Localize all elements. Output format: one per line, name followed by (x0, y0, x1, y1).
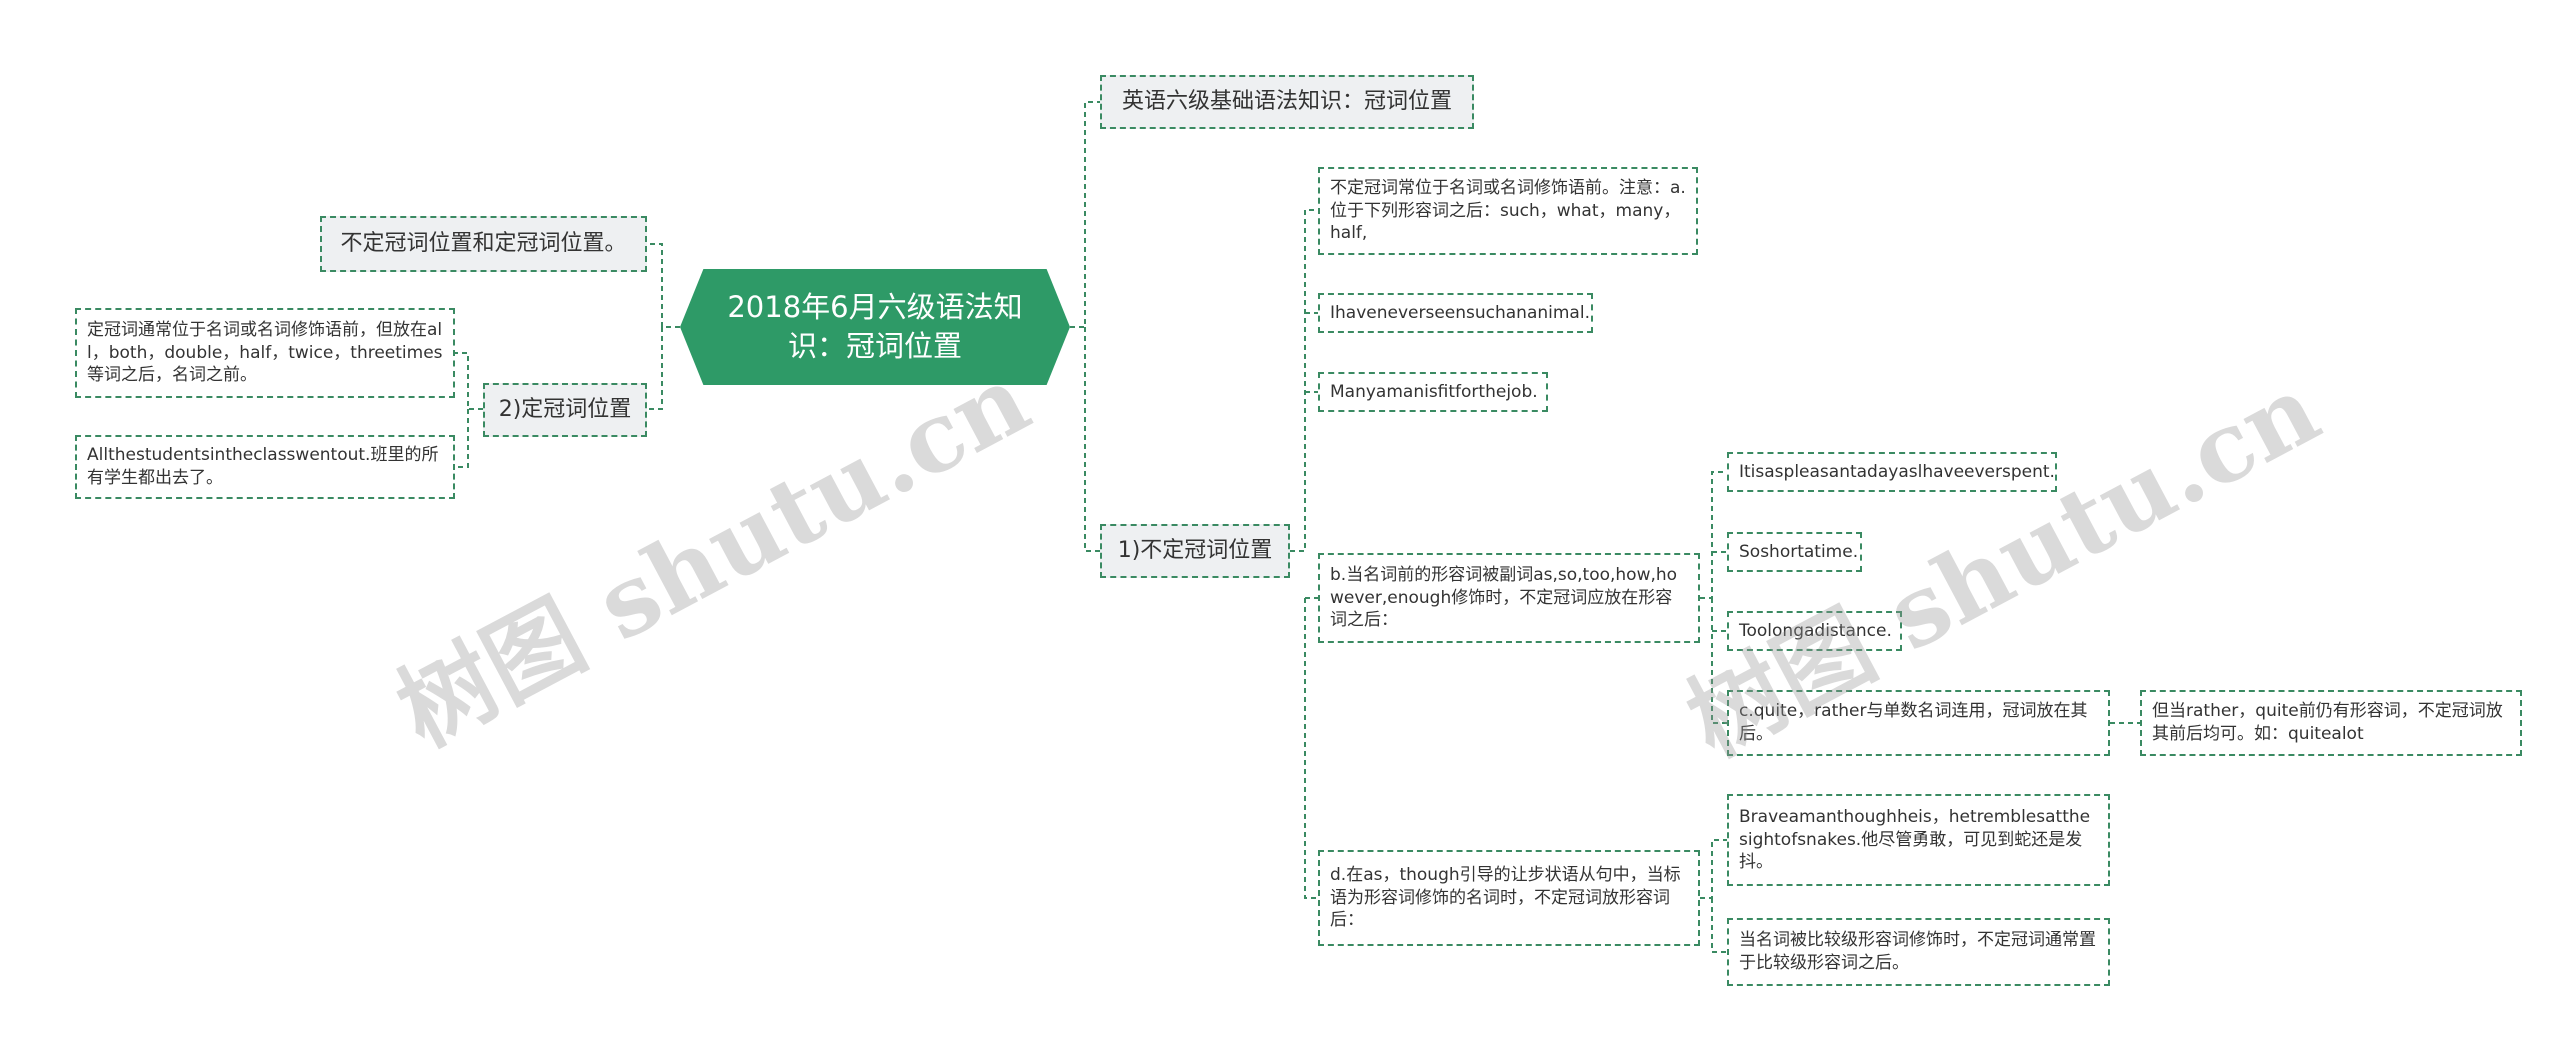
example-too-long-node[interactable]: Toolongadistance. (1727, 611, 1902, 651)
definite-rule-node[interactable]: 定冠词通常位于名词或名词修饰语前，但放在all，both，double，half… (75, 308, 455, 398)
definite-example-node[interactable]: Allthestudentsintheclasswentout.班里的所有学生都… (75, 435, 455, 499)
example-such-node[interactable]: Ihaveneverseensuchananimal. (1318, 293, 1593, 333)
topic-title-node[interactable]: 英语六级基础语法知识：冠词位置 (1100, 75, 1474, 129)
indefinite-article-position-node[interactable]: 1)不定冠词位置 (1100, 524, 1290, 578)
indefinite-rule-b-node[interactable]: b.当名词前的形容词被副词as,so,too,how,however,enoug… (1318, 553, 1700, 643)
indefinite-rule-a-node[interactable]: 不定冠词常位于名词或名词修饰语前。注意：a.位于下列形容词之后：such，wha… (1318, 167, 1698, 255)
root-topic[interactable]: 2018年6月六级语法知识：冠词位置 (680, 269, 1070, 385)
definite-article-position-node[interactable]: 2)定冠词位置 (483, 383, 647, 437)
both-positions-node[interactable]: 不定冠词位置和定冠词位置。 (320, 216, 647, 272)
example-so-short-node[interactable]: Soshortatime. (1727, 532, 1862, 572)
example-brave-man-node[interactable]: Braveamanthoughheis，hetremblesatthesight… (1727, 794, 2110, 886)
indefinite-rule-c-node[interactable]: c.quite，rather与单数名词连用，冠词放在其后。 (1727, 690, 2110, 756)
example-many-node[interactable]: Manyamanisfitforthejob. (1318, 372, 1548, 412)
example-as-pleasant-node[interactable]: Itisaspleasantadayaslhaveeverspent. (1727, 452, 2057, 492)
comparative-note-node[interactable]: 当名词被比较级形容词修饰时，不定冠词通常置于比较级形容词之后。 (1727, 918, 2110, 986)
rule-c-note-node[interactable]: 但当rather，quite前仍有形容词，不定冠词放其前后均可。如：quitea… (2140, 690, 2522, 756)
indefinite-rule-d-node[interactable]: d.在as，though引导的让步状语从句中，当标语为形容词修饰的名词时，不定冠… (1318, 850, 1700, 946)
